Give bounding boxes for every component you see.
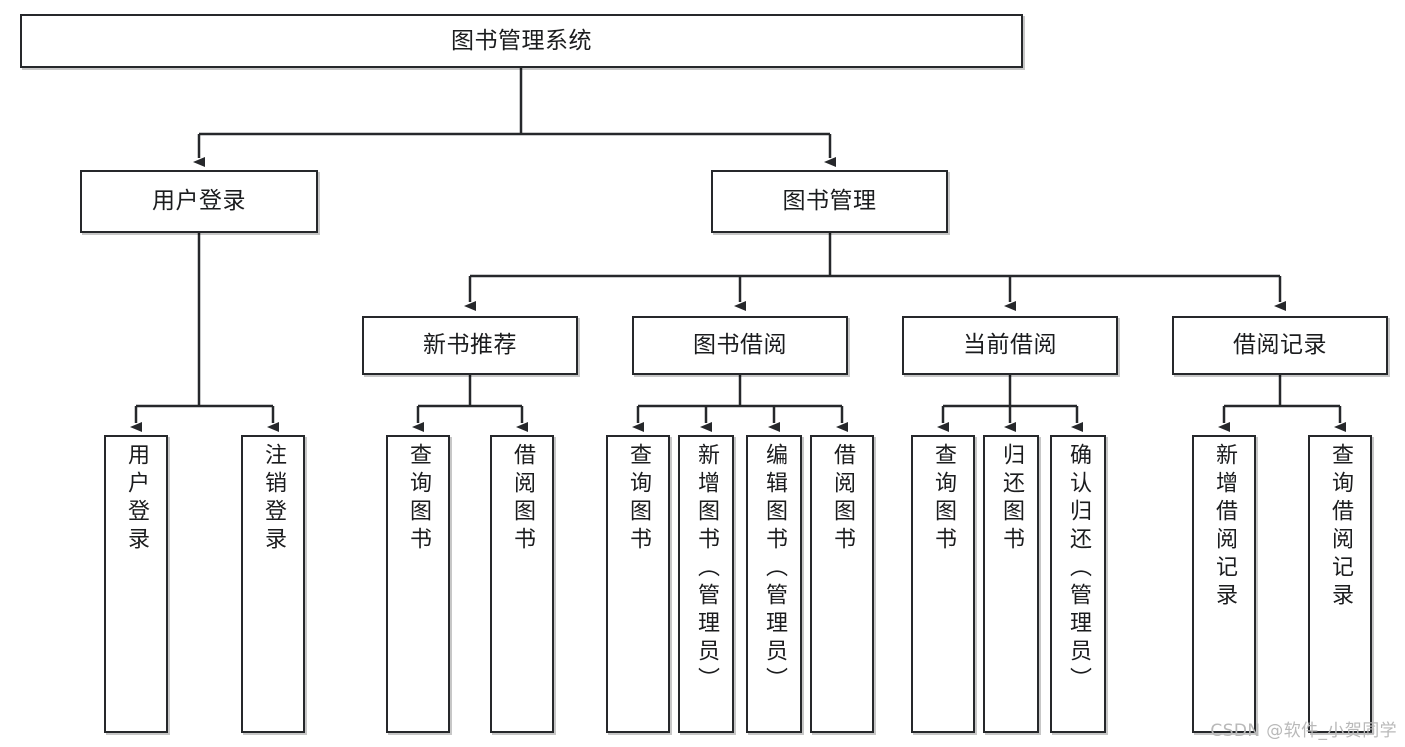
leaf-user-login-logout[interactable]: 注销登录 [241, 435, 305, 733]
leaf-user-login-login-label: 用户登录 [124, 443, 149, 555]
node-user-login-label: 用户登录 [152, 188, 246, 215]
node-book-management[interactable]: 图书管理 [711, 170, 948, 233]
leaf-current-borrow-return-label: 归还图书 [999, 443, 1024, 555]
leaf-borrow-record-query[interactable]: 查询借阅记录 [1308, 435, 1372, 733]
leaf-new-book-borrow[interactable]: 借阅图书 [490, 435, 554, 733]
leaf-borrow-record-add-label: 新增借阅记录 [1212, 443, 1237, 611]
leaf-book-borrow-add-label: 新增图书（管理员） [694, 443, 719, 695]
node-book-management-label: 图书管理 [782, 188, 877, 215]
node-book-borrow[interactable]: 图书借阅 [632, 316, 848, 375]
leaf-current-borrow-confirm-label: 确认归还（管理员） [1066, 443, 1091, 695]
leaf-current-borrow-query[interactable]: 查询图书 [911, 435, 975, 733]
leaf-book-borrow-query-label: 查询图书 [626, 443, 651, 555]
node-current-borrow[interactable]: 当前借阅 [902, 316, 1118, 375]
leaf-user-login-login[interactable]: 用户登录 [104, 435, 168, 733]
node-new-book-recommend[interactable]: 新书推荐 [362, 316, 578, 375]
leaf-borrow-record-add[interactable]: 新增借阅记录 [1192, 435, 1256, 733]
leaf-current-borrow-return[interactable]: 归还图书 [983, 435, 1039, 733]
watermark: CSDN @软件_小贺同学 [1210, 721, 1397, 741]
node-root-label: 图书管理系统 [451, 27, 592, 54]
leaf-book-borrow-edit[interactable]: 编辑图书（管理员） [746, 435, 802, 733]
leaf-new-book-query-label: 查询图书 [406, 443, 431, 555]
node-current-borrow-label: 当前借阅 [963, 332, 1057, 359]
node-book-borrow-label: 图书借阅 [693, 332, 787, 359]
leaf-book-borrow-edit-label: 编辑图书（管理员） [762, 443, 787, 695]
leaf-new-book-borrow-label: 借阅图书 [510, 443, 535, 555]
leaf-current-borrow-confirm[interactable]: 确认归还（管理员） [1050, 435, 1106, 733]
node-new-book-recommend-label: 新书推荐 [423, 332, 517, 359]
leaf-borrow-record-query-label: 查询借阅记录 [1328, 443, 1353, 611]
node-borrow-record[interactable]: 借阅记录 [1172, 316, 1388, 375]
leaf-book-borrow-borrow[interactable]: 借阅图书 [810, 435, 874, 733]
leaf-book-borrow-query[interactable]: 查询图书 [606, 435, 670, 733]
leaf-book-borrow-add[interactable]: 新增图书（管理员） [678, 435, 734, 733]
leaf-new-book-query[interactable]: 查询图书 [386, 435, 450, 733]
node-root[interactable]: 图书管理系统 [20, 14, 1023, 68]
leaf-book-borrow-borrow-label: 借阅图书 [830, 443, 855, 555]
leaf-current-borrow-query-label: 查询图书 [931, 443, 956, 555]
node-borrow-record-label: 借阅记录 [1233, 332, 1327, 359]
leaf-user-login-logout-label: 注销登录 [261, 443, 286, 555]
node-user-login[interactable]: 用户登录 [80, 170, 318, 233]
